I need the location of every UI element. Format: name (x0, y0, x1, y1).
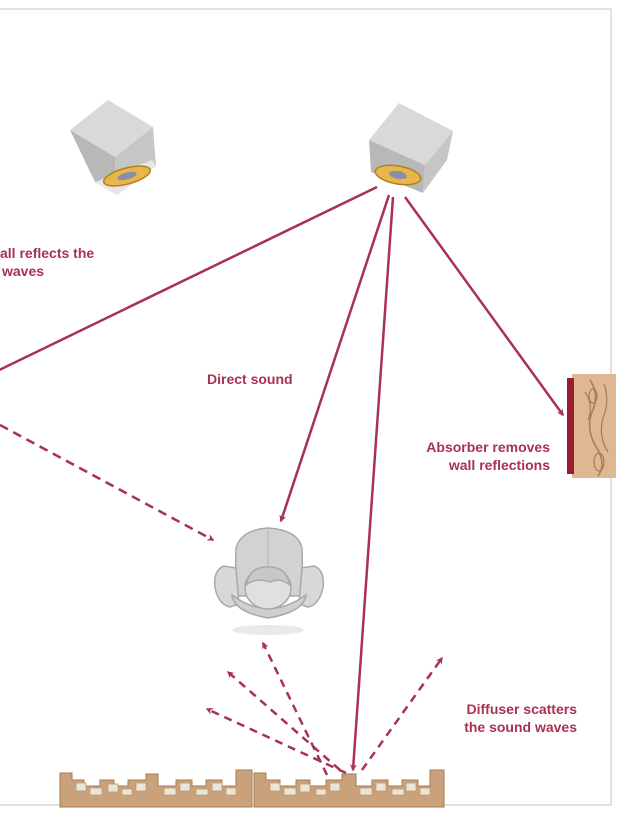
direct-sound-rays (0, 185, 565, 772)
absorber-label: Absorber removes wall reflections (426, 438, 550, 474)
floor-ray-arrow (349, 196, 395, 772)
listener-chair-icon (213, 527, 325, 635)
direct-sound-label: Direct sound (207, 370, 293, 388)
scatter-arrow (226, 671, 341, 771)
direct-sound-label-text: Direct sound (207, 371, 293, 387)
scattered-sound-rays (205, 641, 444, 776)
speaker-icon (369, 103, 453, 193)
wall-reflection-label-line1: all reflects the (0, 245, 95, 261)
absorber-ray-arrow (403, 196, 565, 417)
speaker-icon (70, 100, 156, 195)
diffuser-label-line1: Diffuser scatters (466, 701, 578, 717)
wall-reflection-ray (0, 185, 378, 371)
reflected-sound-arrow (0, 423, 215, 542)
diffuser-panel-icon (59, 769, 445, 808)
absorber-panel-icon (567, 374, 616, 478)
wall-reflection-label-line2: waves (2, 263, 45, 279)
wall-reflection-label: all reflects the waves (0, 244, 94, 280)
diffuser-label-line2: the sound waves (464, 719, 577, 735)
scatter-arrow (261, 641, 329, 776)
diffuser-label: Diffuser scatters the sound waves (464, 700, 577, 736)
absorber-label-line1: Absorber removes (426, 439, 550, 455)
absorber-label-line2: wall reflections (448, 457, 550, 473)
direct-sound-arrow (279, 194, 391, 523)
scatter-arrow (205, 707, 347, 775)
scatter-arrow (360, 656, 444, 771)
